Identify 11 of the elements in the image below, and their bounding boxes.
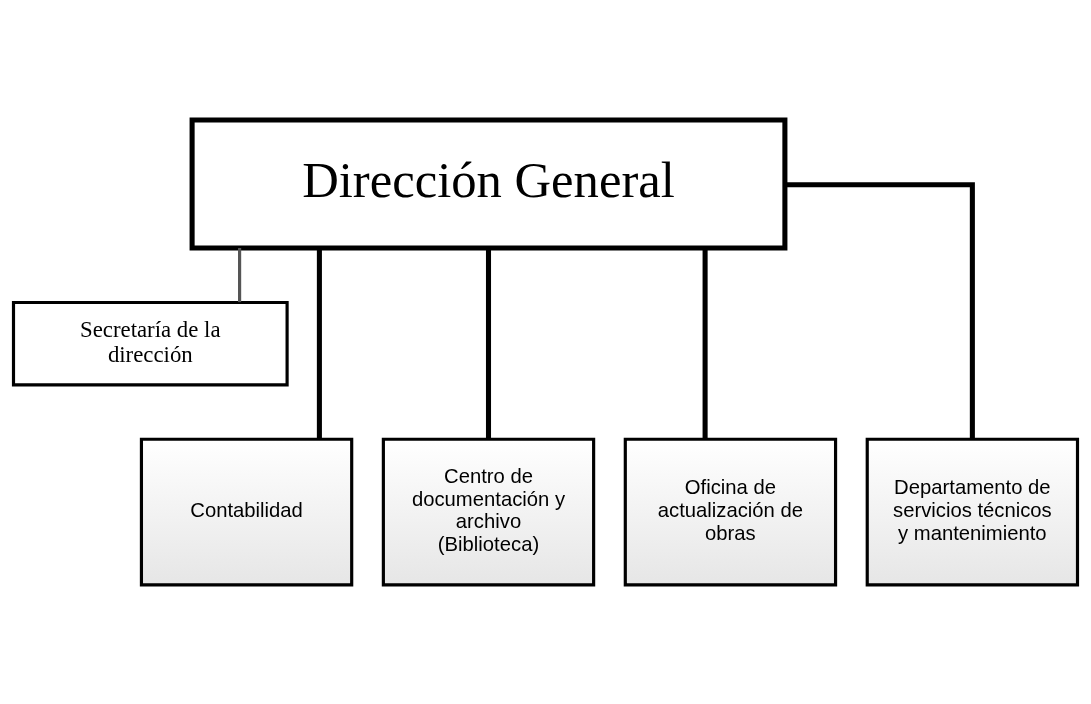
connector [702, 247, 708, 439]
connector [238, 247, 242, 302]
node-box: Oficina de actualización de obras [623, 437, 838, 586]
node-box: Departamento de servicios técnicos y mantenimiento [865, 437, 1080, 586]
node-box: Dirección General [189, 117, 788, 251]
node-box: Centro de documentación y archivo (Biblioteca) [381, 437, 596, 586]
node-box: Secretaría de la dirección [11, 300, 289, 386]
connector [316, 247, 322, 439]
connector [485, 247, 492, 439]
connector [784, 181, 975, 439]
node-box: Contabilidad [139, 437, 354, 586]
